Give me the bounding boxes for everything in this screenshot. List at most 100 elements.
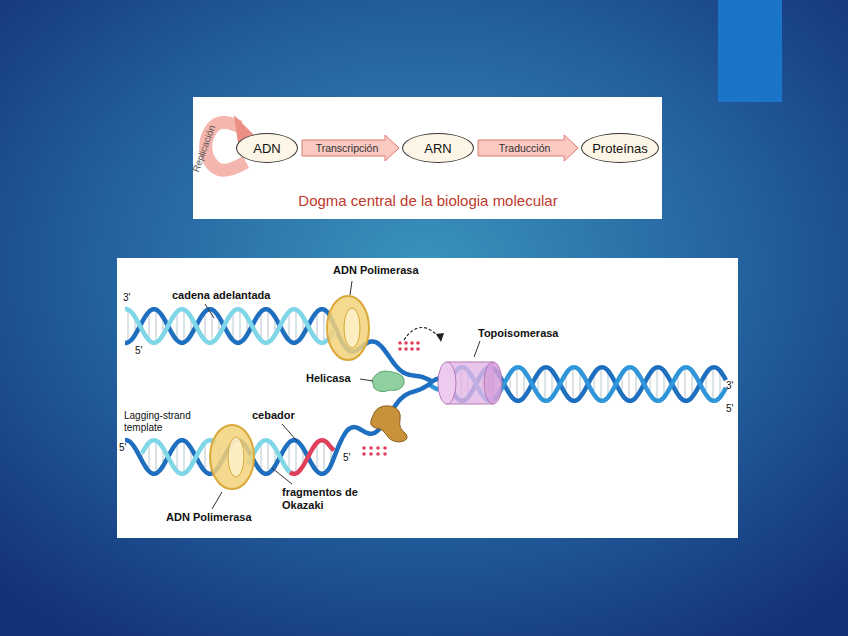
base-pair <box>128 309 129 342</box>
tension-dot <box>369 452 373 456</box>
base-pair <box>657 367 658 401</box>
part-label: Lagging-strand template <box>124 410 204 433</box>
base-pair <box>177 312 178 341</box>
leader-line <box>474 341 480 357</box>
tension-dot <box>410 341 414 345</box>
base-pair <box>261 312 262 341</box>
leader-line <box>360 379 373 381</box>
tension-dot <box>416 341 420 345</box>
tension-dot <box>376 446 380 450</box>
flow-arrow <box>478 135 578 161</box>
part-label: 5' <box>135 345 142 357</box>
fork-panel <box>117 258 738 538</box>
tension-dots <box>362 341 420 456</box>
dna-strand <box>290 440 334 474</box>
base-pair <box>517 367 518 401</box>
base-pair <box>268 440 269 473</box>
polymerase-hole <box>344 308 360 348</box>
tension-dot <box>410 347 414 351</box>
dna-strand <box>125 383 431 474</box>
tension-dot <box>404 347 408 351</box>
oval-node: ADN <box>236 133 298 163</box>
tension-dot <box>404 341 408 345</box>
part-label: Topoisomerasa <box>478 327 559 340</box>
tension-dot <box>383 446 387 450</box>
base-pair <box>289 443 290 472</box>
base-pair <box>177 443 178 472</box>
topoisomerase-end <box>484 362 502 404</box>
base-pair <box>149 443 150 472</box>
part-label: 3' <box>123 292 130 304</box>
tension-dot <box>383 452 387 456</box>
base-pair <box>240 309 241 342</box>
part-label: 5' <box>119 442 126 454</box>
edge-label: Transcripción <box>316 142 379 154</box>
base-pair <box>296 440 297 473</box>
base-pair <box>233 312 234 341</box>
base-pair <box>261 443 262 472</box>
part-label: 5' <box>726 403 733 415</box>
node-label: Proteínas <box>592 141 648 156</box>
tension-dot <box>398 347 402 351</box>
proteins <box>210 296 502 489</box>
tension-dot <box>376 452 380 456</box>
edge-label: Replicación <box>190 123 217 173</box>
dna-strand <box>142 440 216 474</box>
rotation-arrow <box>404 327 440 340</box>
topoisomerase-end <box>438 362 456 404</box>
leader-line <box>212 492 222 509</box>
tension-dot <box>362 446 366 450</box>
base-pair <box>184 309 185 342</box>
block-arrow <box>478 135 578 161</box>
polymerase-hole <box>228 437 244 477</box>
block-arrow <box>302 135 399 161</box>
top-panel <box>193 97 662 219</box>
tension-dot <box>369 446 373 450</box>
edge-label: Traducción <box>499 142 551 154</box>
base-pair <box>629 367 630 401</box>
base-pair <box>156 440 157 473</box>
base-pair <box>545 367 546 401</box>
oval-node: Proteínas <box>581 133 659 163</box>
base-pair <box>289 312 290 341</box>
oval-node: ARN <box>402 133 474 163</box>
flow-arrow <box>302 135 399 161</box>
base-pair <box>205 443 206 472</box>
node-label: ADN <box>253 141 280 156</box>
base-pair <box>156 309 157 342</box>
dna-strand <box>125 309 335 343</box>
part-label: 3' <box>726 380 733 392</box>
node-label: ARN <box>424 141 451 156</box>
base-pair <box>601 367 602 401</box>
base-pair <box>713 367 714 401</box>
leader-line <box>282 424 297 441</box>
base-pair <box>296 309 297 342</box>
part-label: Helicasa <box>306 372 351 385</box>
corner-tab <box>718 0 782 102</box>
dna-strand <box>125 309 431 381</box>
helicase <box>372 371 404 392</box>
base-pair <box>268 309 269 342</box>
part-label: ADN Polimerasa <box>333 264 419 277</box>
base-pair <box>317 443 318 472</box>
tension-dot <box>362 452 366 456</box>
part-label: cadena adelantada <box>172 289 270 302</box>
polymerase-ring <box>210 425 254 489</box>
tension-dot <box>416 347 420 351</box>
base-pair <box>149 312 150 341</box>
tension-dot <box>398 341 402 345</box>
diagram-title: Dogma central de la biologia molecular <box>298 192 557 209</box>
rotation-arrowhead <box>436 333 444 342</box>
part-label: 5' <box>343 452 350 464</box>
base-pair <box>317 312 318 341</box>
part-label: fragmentos de Okazaki <box>282 486 378 511</box>
part-label: cebador <box>252 409 295 422</box>
leader-line <box>205 304 214 318</box>
leader-line <box>272 468 292 484</box>
base-pair <box>205 312 206 341</box>
